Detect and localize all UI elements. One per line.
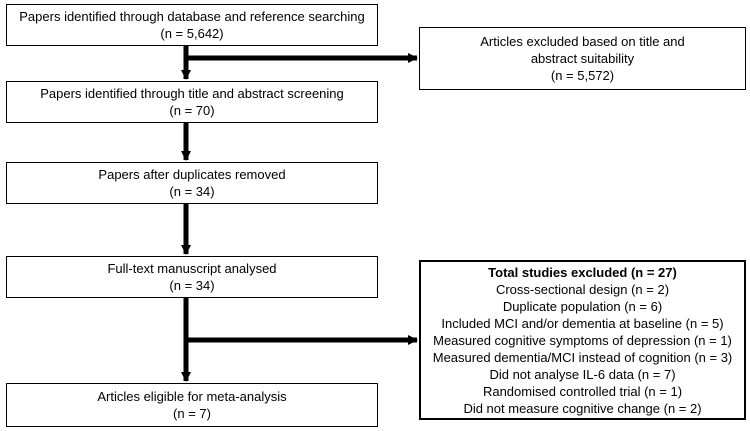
box-papers-identified: Papers identified through database and r… xyxy=(6,4,378,46)
excluded-reason-item: Duplicate population (n = 6) xyxy=(502,298,663,314)
box-fulltext-analysed: Full-text manuscript analysed (n = 34) xyxy=(6,256,378,298)
box-fulltext-count: (n = 34) xyxy=(169,278,215,293)
excluded-reason-item: Did not measure cognitive change (n = 2) xyxy=(463,400,702,416)
excluded-reason-item: Measured dementia/MCI instead of cogniti… xyxy=(432,349,733,365)
box-papers-identified-label: Papers identified through database and r… xyxy=(19,9,365,24)
box-duplicates-count: (n = 34) xyxy=(169,184,215,199)
box-screening-count: (n = 70) xyxy=(169,103,215,118)
excluded-reason-item: Randomised controlled trial (n = 1) xyxy=(482,383,683,399)
box-screening-label: Papers identified through title and abst… xyxy=(40,86,344,101)
excluded-reason-item: Cross-sectional design (n = 2) xyxy=(495,281,670,297)
excluded-reason-item: Did not analyse IL-6 data (n = 7) xyxy=(489,366,676,382)
box-duplicates-label: Papers after duplicates removed xyxy=(98,167,286,182)
box-eligible-label: Articles eligible for meta-analysis xyxy=(97,389,287,404)
excluded-reason-item: Measured cognitive symptoms of depressio… xyxy=(433,332,732,348)
box-duplicates-removed: Papers after duplicates removed (n = 34) xyxy=(6,162,378,204)
box-total-studies-excluded: Total studies excluded (n = 27) Cross-se… xyxy=(419,260,746,420)
box-eligible-count: (n = 7) xyxy=(173,406,211,421)
excluded-title-abstract-line1: Articles excluded based on title and xyxy=(480,34,685,49)
box-papers-identified-count: (n = 5,642) xyxy=(160,26,224,41)
excluded-total-title: Total studies excluded (n = 27) xyxy=(488,264,677,280)
excluded-title-abstract-line2: abstract suitability xyxy=(530,51,635,66)
excluded-title-abstract-count: (n = 5,572) xyxy=(550,68,615,83)
box-title-abstract-screening: Papers identified through title and abst… xyxy=(6,81,378,123)
excluded-reason-item: Included MCI and/or dementia at baseline… xyxy=(441,315,724,331)
box-excluded-title-abstract: Articles excluded based on title and abs… xyxy=(419,27,746,90)
box-eligible-meta-analysis: Articles eligible for meta-analysis (n =… xyxy=(6,383,378,427)
box-fulltext-label: Full-text manuscript analysed xyxy=(107,261,277,276)
